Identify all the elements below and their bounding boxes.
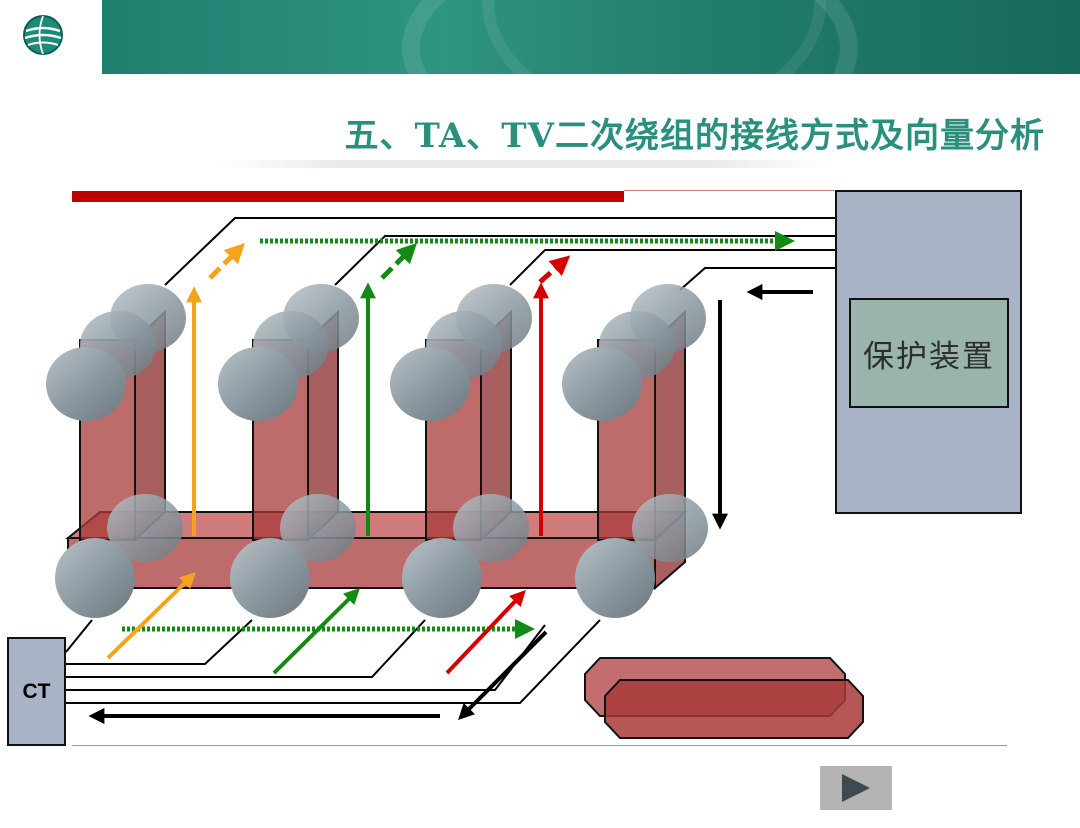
return-arrow-diag <box>458 630 548 720</box>
slide-title: 五、TA、TV二次绕组的接线方式及向量分析 <box>344 116 1045 156</box>
phase-c-bottom-diag-arrow <box>445 589 526 675</box>
next-slide-button[interactable] <box>820 766 892 810</box>
phase-a-bottom-diag-arrow <box>106 572 197 660</box>
phase-a-top-diag-arrow <box>208 243 245 280</box>
phase-b-top-diag-arrow <box>380 243 417 280</box>
state-grid-globe-icon <box>23 15 63 55</box>
protection-device-label: 保护装置 <box>849 298 1009 408</box>
phase-b-bottom-diag-arrow <box>272 588 360 675</box>
transformer-core-c <box>390 284 532 618</box>
ct-wires <box>65 619 601 704</box>
header-bar <box>102 0 1080 74</box>
ct-box: CT <box>7 637 66 746</box>
title-underline <box>220 160 830 168</box>
transformer-core-n <box>562 284 708 618</box>
core-legend-shape <box>584 657 864 739</box>
play-triangle-icon <box>842 774 870 802</box>
transformer-core-a <box>46 284 186 618</box>
red-accent-bar <box>72 191 624 202</box>
phase-c-top-diag-arrow <box>538 255 571 284</box>
protection-wires <box>164 217 835 291</box>
transformer-core-b <box>218 284 359 618</box>
red-thin-line-top <box>624 190 834 191</box>
red-thin-line-bottom <box>72 745 1007 746</box>
